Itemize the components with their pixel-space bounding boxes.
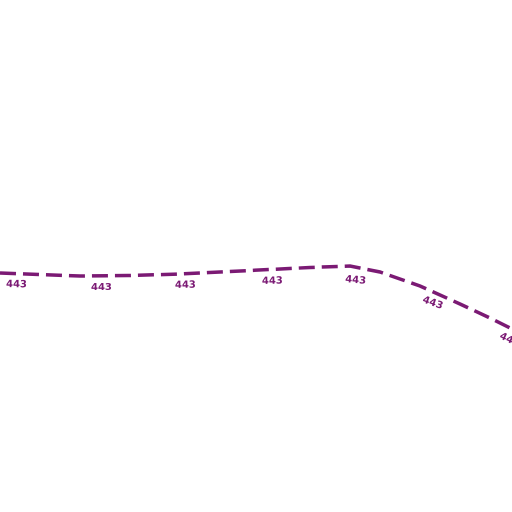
route-ref-label: 443 — [6, 279, 27, 290]
route-443-line[interactable] — [0, 264, 512, 331]
route-ref-label: 443 — [345, 274, 367, 287]
route-ref-label: 443 — [262, 275, 283, 287]
route-ref-label: 443 — [91, 282, 112, 293]
route-ref-label: 443 — [175, 280, 196, 291]
